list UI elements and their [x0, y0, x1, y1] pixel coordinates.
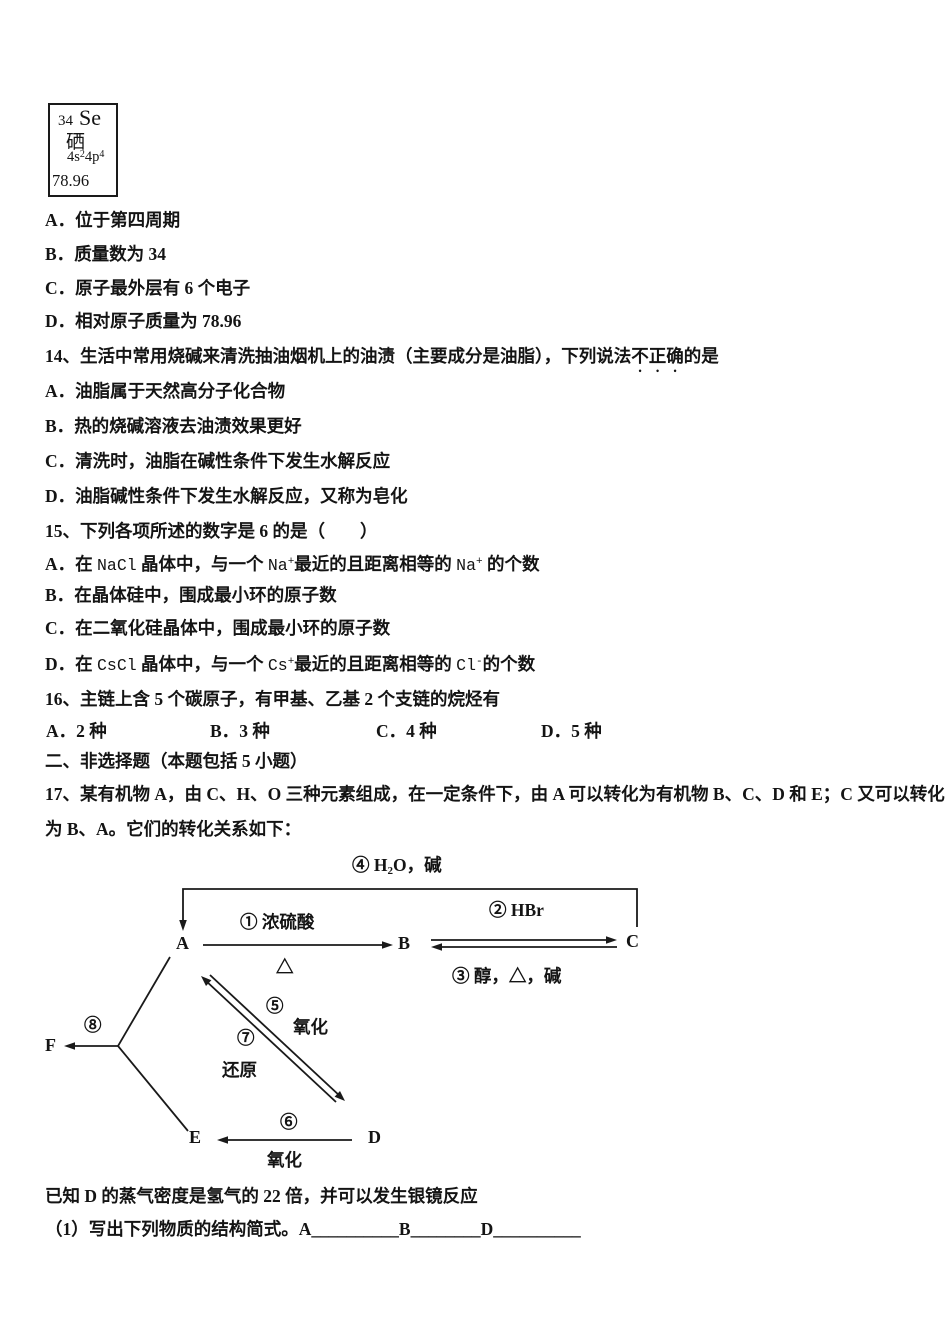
element-symbol: Se: [79, 105, 101, 130]
route2-label: ② HBr: [489, 900, 544, 920]
node-f: F: [45, 1035, 56, 1055]
q16-stem: 16、主链上含 5 个碳原子，有甲基、乙基 2 个支链的烷烃有: [45, 689, 500, 709]
node-a: A: [176, 933, 189, 953]
route7-label: ⑦: [237, 1028, 255, 1048]
option-label: A．: [45, 381, 76, 401]
option-text: 在晶体硅中，围成最小环的原子数: [74, 585, 337, 605]
atomic-mass: 78.96: [52, 171, 90, 190]
q15-option-b: B．在晶体硅中，围成最小环的原子数: [45, 584, 337, 606]
q17-sub1: （1）写出下列物质的结构简式。A__________B________D____…: [45, 1219, 581, 1239]
route4-label: ④ H2O，碱: [352, 855, 442, 877]
section2-heading: 二、非选择题（本题包括 5 小题）: [45, 751, 308, 771]
q14-option-a: A．油脂属于天然高分子化合物: [45, 380, 285, 402]
option-text: 在 NaCl 晶体中，与一个 Na+最近的且距离相等的 Na+ 的个数: [75, 554, 540, 575]
option-a-top: A．位于第四周期: [45, 209, 180, 231]
option-text: 相对原子质量为 78.96: [75, 311, 242, 331]
route5-label: ⑤: [266, 996, 284, 1016]
element-name-cn: 硒: [66, 132, 86, 153]
option-text: 油脂属于天然高分子化合物: [75, 381, 286, 401]
q14-stem: 14、生活中常用烧碱来清洗抽油烟机上的油渍（主要成分是油脂），下列说法不正确的是: [45, 346, 719, 366]
q14-option-b: B．热的烧碱溶液去油渍效果更好: [45, 415, 302, 437]
q17-stem-line2: 为 B、A。它们的转化关系如下：: [45, 819, 302, 839]
option-c-top: C．原子最外层有 6 个电子: [45, 277, 250, 299]
node-c: C: [626, 931, 639, 951]
delta-symbol: △: [276, 957, 294, 977]
q14-option-d: D．油脂碱性条件下发生水解反应，又称为皂化: [45, 485, 408, 507]
route6-oxidation-label: 氧化: [267, 1150, 302, 1170]
option-text: 位于第四周期: [75, 210, 181, 230]
node-e: E: [189, 1127, 202, 1147]
option-label: D．: [45, 486, 76, 506]
option-text: 在二氧化硅晶体中，围成最小环的原子数: [75, 618, 391, 638]
option-label: A．: [45, 210, 76, 230]
q16-option-a: A．2 种: [46, 721, 107, 741]
q16-option-d: D．5 种: [541, 721, 602, 741]
route1-label: ① 浓硫酸: [240, 912, 315, 932]
option-label: B．: [45, 585, 75, 605]
route8-label: ⑧: [84, 1015, 102, 1035]
option-b-top: B．质量数为 34: [45, 243, 166, 265]
element-info-box: 34 Se 硒 4s24p4 78.96: [48, 103, 118, 197]
q14-option-c: C．清洗时，油脂在碱性条件下发生水解反应: [45, 450, 390, 472]
node-d: D: [368, 1127, 381, 1147]
option-text: 在 CsCl 晶体中，与一个 Cs+最近的且距离相等的 Cl-的个数: [75, 654, 536, 675]
q17-note: 已知 D 的蒸气密度是氢气的 22 倍，并可以发生银镜反应: [45, 1186, 478, 1206]
option-text: 原子最外层有 6 个电子: [75, 278, 251, 298]
route5-oxidation-label: 氧化: [293, 1017, 328, 1037]
route7-reduction-label: 还原: [222, 1060, 257, 1080]
atomic-number: 34: [58, 113, 73, 129]
option-label: C．: [45, 278, 76, 298]
electron-configuration: 4s24p4: [67, 149, 105, 165]
option-label: B．: [45, 416, 75, 436]
option-text: 油脂碱性条件下发生水解反应，又称为皂化: [75, 486, 408, 506]
q17-stem-line1: 17、某有机物 A，由 C、H、O 三种元素组成，在一定条件下，由 A 可以转化…: [45, 784, 945, 804]
option-label: C．: [45, 451, 76, 471]
route6-label: ⑥: [280, 1112, 298, 1132]
q15-option-c: C．在二氧化硅晶体中，围成最小环的原子数: [45, 617, 390, 639]
option-text: 热的烧碱溶液去油渍效果更好: [74, 416, 302, 436]
option-d-top: D．相对原子质量为 78.96: [45, 310, 241, 332]
q15-option-d: D．在 CsCl 晶体中，与一个 Cs+最近的且距离相等的 Cl-的个数: [45, 651, 535, 677]
q16-option-c: C．4 种: [376, 721, 437, 741]
node-b: B: [398, 933, 411, 953]
option-label: A．: [45, 554, 76, 574]
q15-option-a: A．在 NaCl 晶体中，与一个 Na+最近的且距离相等的 Na+ 的个数: [45, 551, 539, 577]
option-text: 清洗时，油脂在碱性条件下发生水解反应: [75, 451, 391, 471]
option-label: C．: [45, 618, 76, 638]
q15-stem: 15、下列各项所述的数字是 6 的是（ ）: [45, 521, 378, 541]
option-label: B．: [45, 244, 75, 264]
route3-label: ③ 醇，△，碱: [452, 966, 562, 986]
option-text: 质量数为 34: [74, 244, 167, 264]
q16-option-b: B．3 种: [210, 721, 270, 741]
option-label: D．: [45, 311, 76, 331]
option-label: D．: [45, 654, 76, 674]
